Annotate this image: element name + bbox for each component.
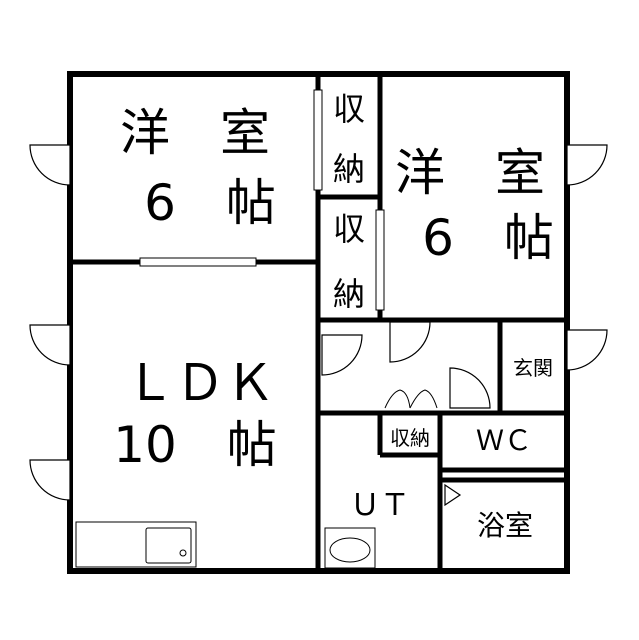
room2-name: 洋 室 [395, 144, 545, 202]
interior-walls [70, 74, 567, 571]
room1-size: 6 帖 [144, 174, 276, 232]
closet-mid-char2: 納 [333, 275, 365, 313]
storage-label: 収納 [390, 426, 430, 450]
windows [139, 89, 385, 311]
ldk-size: 10 帖 [113, 416, 277, 474]
ldk-name: ＬＤＫ [125, 354, 275, 412]
doors [29, 144, 608, 507]
bathroom-label: 浴室 [477, 509, 533, 542]
room2-size: 6 帖 [422, 209, 554, 267]
closet-mid-char1: 収 [333, 210, 365, 248]
utility-label: ＵＴ [350, 488, 410, 523]
entrance-label: 玄関 [513, 356, 553, 380]
wc-label: ＷＣ [476, 424, 532, 457]
washbasin [324, 527, 376, 569]
closet-top-char2: 納 [333, 150, 365, 188]
bifold-door [384, 389, 438, 409]
room1-name: 洋 室 [120, 104, 270, 162]
kitchen-counter [75, 521, 197, 568]
closet-top-char1: 収 [333, 90, 365, 128]
